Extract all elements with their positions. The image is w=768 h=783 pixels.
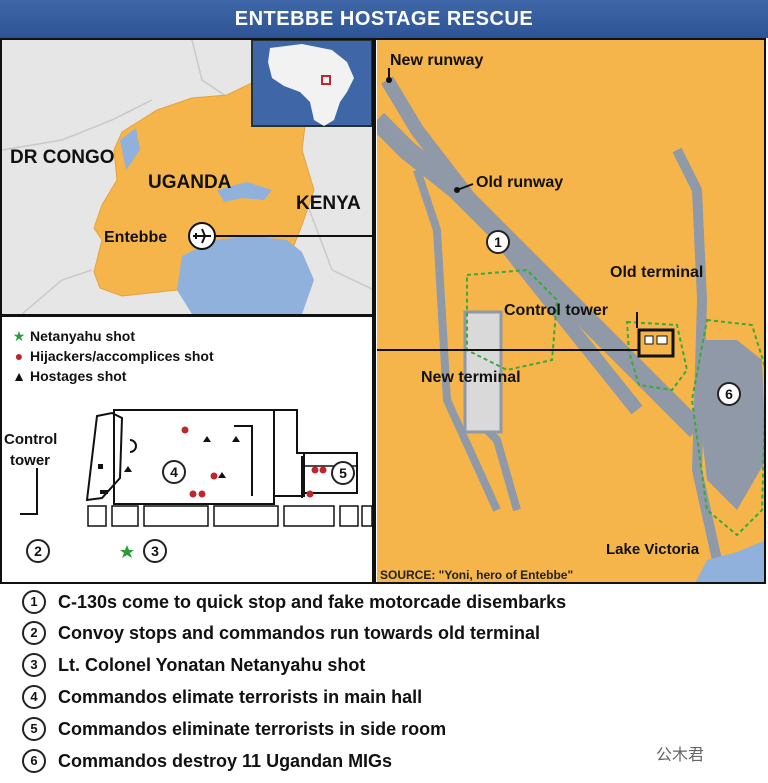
label-dr-congo: DR CONGO xyxy=(10,147,115,168)
marker-2: 2 xyxy=(26,539,50,563)
marker-1: 1 xyxy=(486,230,510,254)
step-text: Commandos eliminate terrorists in side r… xyxy=(58,718,447,739)
step-number: 3 xyxy=(22,653,46,677)
legend-item-hostages: ▲Hostages shot xyxy=(12,368,126,384)
step-item: 4 Commandos elimate terrorists in main h… xyxy=(22,682,422,712)
label-uganda: UGANDA xyxy=(148,172,232,193)
step-number: 4 xyxy=(22,685,46,709)
uganda-locator xyxy=(321,75,331,85)
step-text: Lt. Colonel Yonatan Netanyahu shot xyxy=(58,654,366,675)
terminal-detail xyxy=(2,318,374,584)
step-item: 2 Convoy stops and commandos run towards… xyxy=(22,618,540,648)
new-terminal-building xyxy=(463,310,503,434)
airport-map xyxy=(377,40,766,583)
page-title: ENTEBBE HOSTAGE RESCUE xyxy=(234,7,534,30)
control-tower-shape xyxy=(20,468,38,515)
legend-item-netanyahu: ★Netanyahu shot xyxy=(12,328,135,345)
label-control-tower-detail: Control xyxy=(4,431,58,448)
step-text: Commandos destroy 11 Ugandan MIGs xyxy=(58,750,393,771)
old-runway-shape xyxy=(380,76,643,415)
border-line xyxy=(191,40,233,101)
label-new-runway: New runway xyxy=(390,52,484,69)
label-old-runway: Old runway xyxy=(476,174,564,191)
step-item: 1 C-130s come to quick stop and fake mot… xyxy=(22,587,566,617)
step-item: 6 Commandos destroy 11 Ugandan MIGs xyxy=(22,746,392,776)
lake-albert-shape xyxy=(120,128,140,170)
africa-shape xyxy=(268,44,354,126)
boundary-dashed xyxy=(690,318,766,537)
triangle-icon: ▲ xyxy=(12,368,26,384)
east-taxiway-shape xyxy=(672,147,722,562)
marker-6: 6 xyxy=(717,382,741,406)
side-room-outline xyxy=(304,452,358,494)
label-lake-victoria: Lake Victoria xyxy=(606,541,700,558)
step-number: 1 xyxy=(22,590,46,614)
detail-background xyxy=(2,318,374,584)
star-icon: ★ xyxy=(12,328,26,344)
step-item: 5 Commandos eliminate terrorists in side… xyxy=(22,714,446,744)
panel-divider xyxy=(2,314,374,317)
marker-3: 3 xyxy=(143,539,167,563)
boundary-dashed xyxy=(625,320,689,392)
step-number: 5 xyxy=(22,717,46,741)
map-frame xyxy=(0,38,766,584)
source-note: SOURCE: "Yoni, hero of Entebbe" xyxy=(380,568,574,582)
label-control-tower: Control tower xyxy=(504,302,608,319)
main-hall-outline xyxy=(113,409,275,505)
step-text: Convoy stops and commandos run towards o… xyxy=(58,622,541,643)
legend-label: Hostages shot xyxy=(30,368,127,384)
regional-map xyxy=(2,40,374,314)
step-item: 3 Lt. Colonel Yonatan Netanyahu shot xyxy=(22,650,365,680)
label-old-terminal: Old terminal xyxy=(610,264,704,281)
netanyahu-star-marker xyxy=(120,545,134,558)
old-terminal-marker xyxy=(637,328,675,358)
marker-4: 4 xyxy=(162,460,186,484)
lake-victoria-shore xyxy=(695,540,766,583)
taxiway-shape xyxy=(413,168,501,512)
dot-icon: ● xyxy=(14,348,24,364)
lake-kyoga-shape xyxy=(217,182,272,202)
apron-shape xyxy=(699,340,766,510)
border-line xyxy=(21,269,93,314)
legend-label: Netanyahu shot xyxy=(30,328,136,344)
watermark: 公木君 xyxy=(656,747,705,764)
step-text: Commandos elimate terrorists in main hal… xyxy=(58,686,423,707)
step-text: C-130s come to quick stop and fake motor… xyxy=(58,591,567,612)
legend-label: Hijackers/accomplices shot xyxy=(30,348,214,364)
label-new-terminal: New terminal xyxy=(421,369,521,386)
marker-5: 5 xyxy=(331,461,355,485)
lake-victoria-shape xyxy=(177,236,314,314)
hostage-shot-markers xyxy=(124,436,240,478)
title-bar: ENTEBBE HOSTAGE RESCUE xyxy=(0,0,768,38)
panel-divider xyxy=(372,40,376,582)
step-number: 2 xyxy=(22,621,46,645)
border-line xyxy=(2,99,153,151)
label-kenya: KENYA xyxy=(296,193,361,214)
legend-item-hijackers: ● Hijackers/accomplices shot xyxy=(12,348,214,364)
label-entebbe: Entebbe xyxy=(104,229,168,246)
border-line xyxy=(301,189,374,291)
hijacker-shot-markers xyxy=(181,426,327,498)
source-strip xyxy=(377,566,637,583)
step-number: 6 xyxy=(22,749,46,773)
label-control-tower-detail-2: tower xyxy=(10,452,51,469)
